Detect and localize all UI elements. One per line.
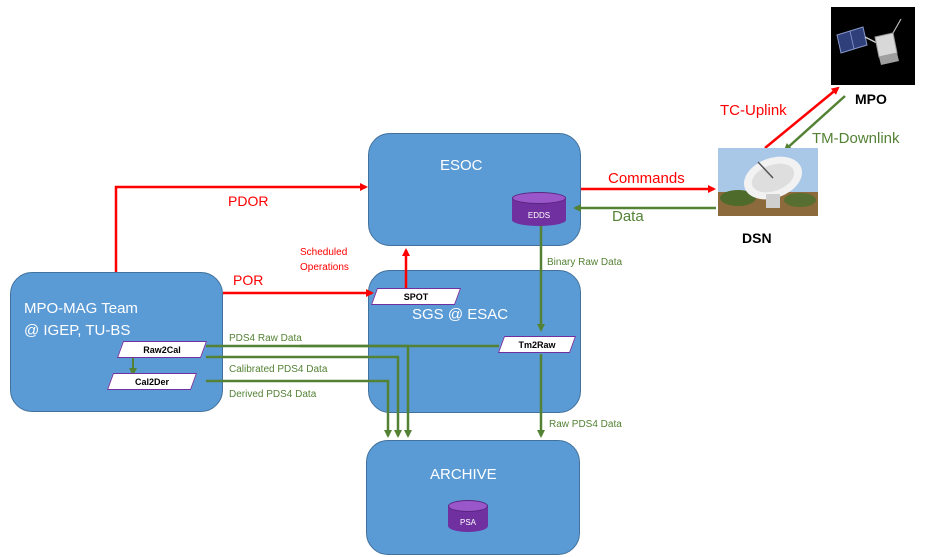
pds4-raw-archive-arrow — [300, 344, 412, 438]
tm-downlink-arrow — [783, 95, 846, 152]
team-title-line2: @ IGEP, TU-BS — [24, 322, 131, 339]
psa-database: PSA — [448, 500, 488, 532]
tm2raw-label: Tm2Raw — [518, 339, 556, 350]
edds-label: EDDS — [527, 210, 551, 220]
pdor-label: PDOR — [228, 193, 269, 209]
binary-raw-label: Binary Raw Data — [547, 257, 623, 268]
tc-uplink-label: TC-Uplink — [720, 102, 787, 119]
scheduled-ops-label-line2: Operations — [300, 262, 349, 273]
scheduled-ops-label-line1: Scheduled — [300, 247, 348, 258]
mpo-spacecraft-image — [831, 7, 915, 85]
sgs-title: SGS @ ESAC — [412, 306, 509, 323]
dsn-label: DSN — [742, 230, 772, 246]
commands-label: Commands — [608, 170, 685, 187]
psa-label: PSA — [459, 517, 476, 527]
raw2cal-label: Raw2Cal — [143, 344, 181, 355]
data-label: Data — [612, 208, 644, 225]
derived-label: Derived PDS4 Data — [229, 389, 317, 400]
cal2der-node: Cal2Der — [106, 373, 198, 390]
esoc-title: ESOC — [440, 157, 483, 174]
derived-arrow — [206, 379, 392, 438]
raw-pds4-label: Raw PDS4 Data — [549, 419, 622, 430]
archive-title: ARCHIVE — [430, 466, 497, 483]
por-label: POR — [233, 272, 264, 288]
mpo-label: MPO — [855, 91, 887, 107]
calibrated-label: Calibrated PDS4 Data — [229, 364, 328, 375]
tm2raw-node: Tm2Raw — [497, 336, 577, 353]
esoc-box — [368, 133, 581, 246]
tm-downlink-label: TM-Downlink — [812, 130, 900, 147]
spot-node: SPOT — [370, 288, 462, 305]
pds4-raw-label: PDS4 Raw Data — [229, 333, 302, 344]
team-title-line1: MPO-MAG Team — [24, 300, 138, 317]
raw2cal-node: Raw2Cal — [116, 341, 208, 358]
spot-label: SPOT — [403, 291, 429, 302]
calibrated-arrow — [206, 355, 402, 438]
tc-uplink-arrow — [764, 86, 840, 149]
pdor-arrow — [114, 183, 368, 272]
dsn-antenna-image — [718, 148, 818, 216]
archive-box — [366, 440, 580, 555]
edds-database: EDDS — [512, 192, 566, 226]
cal2der-label: Cal2Der — [134, 376, 170, 387]
